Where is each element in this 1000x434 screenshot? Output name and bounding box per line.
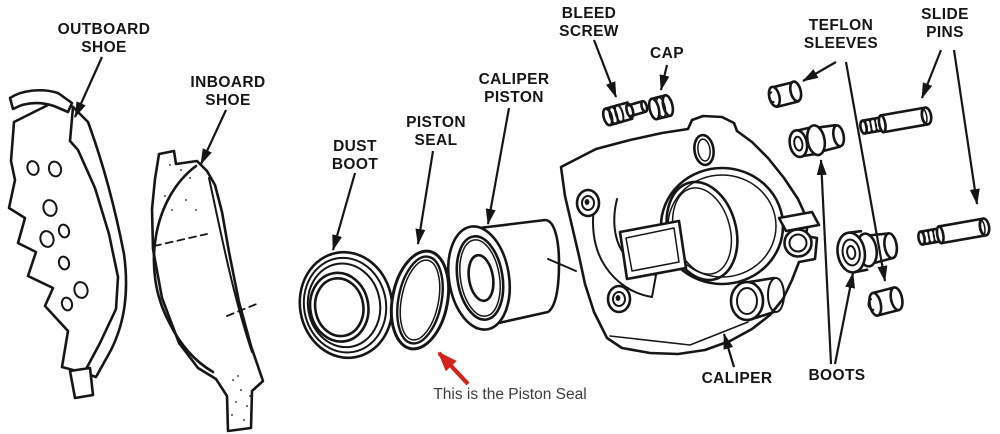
leader-lines <box>73 39 980 368</box>
bleed-screw-leader <box>592 39 618 98</box>
caliper-bridge-window <box>618 219 688 281</box>
piston-seal-label: PISTON SEAL <box>406 114 466 149</box>
outboard-shoe-holes <box>26 160 89 312</box>
slide-pins-leader-1 <box>920 49 943 99</box>
caliper-bolt-upper <box>575 188 601 218</box>
teflon-sleeves-label: TEFLON SLEEVES <box>803 17 879 52</box>
teflon-sleeves-leader-1 <box>802 61 837 82</box>
teflon-sleeve-upper-drawing <box>767 80 803 109</box>
caliper-piston-label: CALIPER PISTON <box>478 71 550 106</box>
piston-bore-guide-line <box>547 258 577 272</box>
bleed-screw-label: BLEED SCREW <box>559 5 619 40</box>
piston-seal-annotation: This is the Piston Seal <box>433 386 587 403</box>
friction-texture-dots <box>164 164 251 421</box>
boots-leader-1 <box>816 159 833 365</box>
caliper-right-boss <box>777 210 821 258</box>
slide-pins-leader-2 <box>952 49 980 205</box>
piston-seal-leader <box>415 150 435 245</box>
boots-leader-2 <box>833 272 855 365</box>
dust-boot-drawing <box>298 250 394 360</box>
slide-pin-upper-drawing <box>859 106 933 135</box>
outboard-shoe-label: OUTBOARD SHOE <box>57 21 151 56</box>
caliper-piston-leader <box>485 107 511 225</box>
caliper-bolt-lower <box>606 284 632 314</box>
wear-indicator-clip <box>8 88 74 114</box>
caliper-drawing <box>547 114 821 356</box>
bleed-screw-drawing <box>601 99 649 127</box>
inboard-shoe-drawing <box>150 149 265 433</box>
piston-seal-drawing <box>389 249 451 351</box>
dust-boot-label: DUST BOOT <box>331 138 379 173</box>
teflon-sleeve-lower-drawing <box>867 286 904 317</box>
inboard-shoe-leader <box>200 109 227 165</box>
caliper-label: CALIPER <box>701 370 773 387</box>
cap-label: CAP <box>650 45 684 62</box>
boot-upper-drawing <box>788 123 846 159</box>
caliper-leader <box>722 333 736 368</box>
cap-leader <box>659 64 670 91</box>
dust-boot-leader <box>331 172 357 251</box>
boots-label: BOOTS <box>808 367 866 384</box>
outboard-shoe-drawing <box>7 88 128 400</box>
slide-pin-lower-drawing <box>917 217 991 246</box>
boot-lower-drawing <box>836 229 899 274</box>
slide-pins-label: SLIDE PINS <box>921 6 969 41</box>
teflon-sleeves-leader-2 <box>844 61 888 282</box>
caliper-lower-sleeve <box>729 276 785 322</box>
inboard-shoe-label: INBOARD SHOE <box>190 74 266 109</box>
piston-seal-red-arrow <box>437 351 470 386</box>
outboard-shoe-leader <box>73 56 104 118</box>
cap-drawing <box>647 94 675 121</box>
caliper-piston-drawing <box>446 218 561 331</box>
